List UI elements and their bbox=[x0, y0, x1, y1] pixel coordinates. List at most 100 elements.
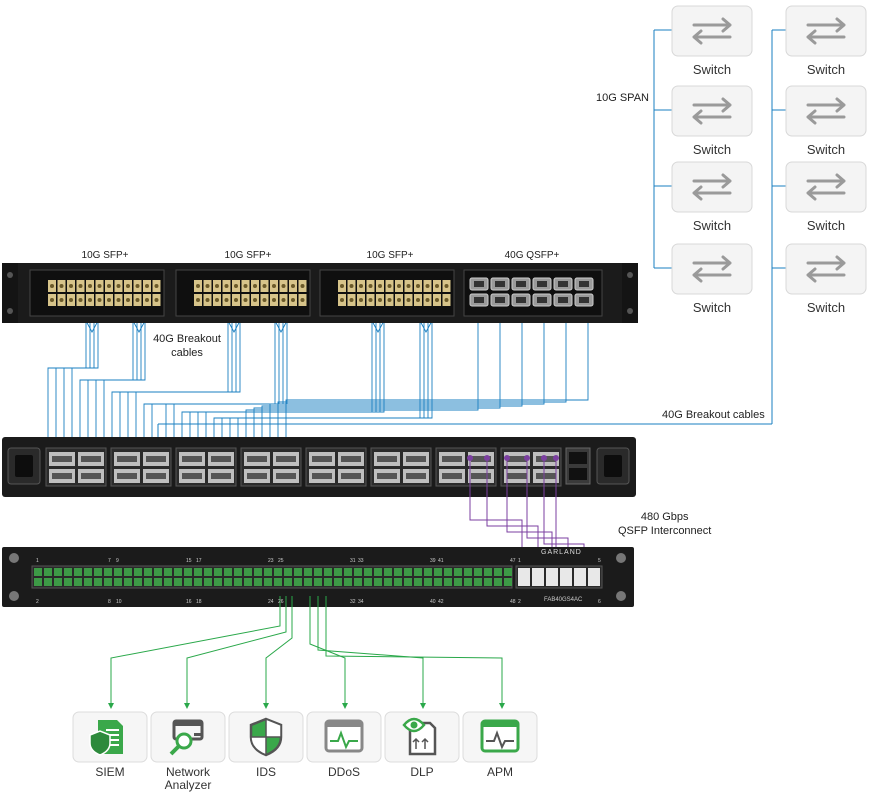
sfp-port[interactable] bbox=[414, 578, 422, 586]
sfp-port[interactable] bbox=[154, 568, 162, 576]
sfp-port[interactable] bbox=[234, 568, 242, 576]
sfp-port[interactable] bbox=[224, 568, 232, 576]
sfp-port[interactable] bbox=[394, 568, 402, 576]
sfp-port[interactable] bbox=[454, 568, 462, 576]
sfp-port[interactable] bbox=[374, 578, 382, 586]
sfp-port[interactable] bbox=[144, 568, 152, 576]
sfp-port[interactable] bbox=[404, 568, 412, 576]
sfp-port[interactable] bbox=[264, 568, 272, 576]
sfp-port[interactable] bbox=[104, 568, 112, 576]
sfp-port[interactable] bbox=[204, 568, 212, 576]
sfp-port[interactable] bbox=[354, 568, 362, 576]
sfp-port[interactable] bbox=[134, 568, 142, 576]
sfp-port[interactable] bbox=[164, 578, 172, 586]
sfp-port[interactable] bbox=[474, 578, 482, 586]
sfp-port[interactable] bbox=[164, 568, 172, 576]
sfp-port[interactable] bbox=[404, 578, 412, 586]
sfp-port[interactable] bbox=[344, 568, 352, 576]
sfp-port[interactable] bbox=[444, 568, 452, 576]
sfp-port[interactable] bbox=[44, 568, 52, 576]
sfp-port[interactable] bbox=[154, 578, 162, 586]
sfp-port[interactable] bbox=[384, 578, 392, 586]
sfp-port[interactable] bbox=[254, 568, 262, 576]
sfp-port[interactable] bbox=[494, 578, 502, 586]
sfp-port[interactable] bbox=[444, 578, 452, 586]
sfp-port[interactable] bbox=[304, 578, 312, 586]
sfp-port[interactable] bbox=[64, 568, 72, 576]
sfp-port[interactable] bbox=[274, 578, 282, 586]
sfp-port[interactable] bbox=[394, 578, 402, 586]
sfp-port[interactable] bbox=[334, 568, 342, 576]
sfp-port[interactable] bbox=[104, 578, 112, 586]
sfp-port[interactable] bbox=[84, 568, 92, 576]
sfp-port[interactable] bbox=[74, 568, 82, 576]
sfp-port[interactable] bbox=[284, 568, 292, 576]
sfp-port[interactable] bbox=[194, 568, 202, 576]
qsfp-port[interactable] bbox=[588, 568, 600, 586]
sfp-port[interactable] bbox=[384, 568, 392, 576]
sfp-port[interactable] bbox=[424, 578, 432, 586]
sfp-port[interactable] bbox=[94, 578, 102, 586]
sfp-port[interactable] bbox=[114, 578, 122, 586]
sfp-port[interactable] bbox=[124, 568, 132, 576]
sfp-port[interactable] bbox=[364, 578, 372, 586]
sfp-port[interactable] bbox=[64, 578, 72, 586]
sfp-port[interactable] bbox=[324, 568, 332, 576]
sfp-port[interactable] bbox=[54, 568, 62, 576]
sfp-port[interactable] bbox=[274, 568, 282, 576]
sfp-port[interactable] bbox=[364, 568, 372, 576]
sfp-port[interactable] bbox=[284, 578, 292, 586]
sfp-port[interactable] bbox=[244, 568, 252, 576]
sfp-port[interactable] bbox=[354, 578, 362, 586]
sfp-port[interactable] bbox=[124, 578, 132, 586]
sfp-port[interactable] bbox=[84, 578, 92, 586]
sfp-port[interactable] bbox=[464, 568, 472, 576]
qsfp-port[interactable] bbox=[546, 568, 558, 586]
sfp-port[interactable] bbox=[494, 568, 502, 576]
sfp-port[interactable] bbox=[374, 568, 382, 576]
sfp-port[interactable] bbox=[184, 568, 192, 576]
sfp-port[interactable] bbox=[424, 568, 432, 576]
sfp-port[interactable] bbox=[204, 578, 212, 586]
sfp-port[interactable] bbox=[484, 578, 492, 586]
sfp-port[interactable] bbox=[254, 578, 262, 586]
sfp-port[interactable] bbox=[314, 568, 322, 576]
sfp-port[interactable] bbox=[294, 568, 302, 576]
sfp-port[interactable] bbox=[214, 578, 222, 586]
sfp-port[interactable] bbox=[344, 578, 352, 586]
sfp-port[interactable] bbox=[34, 568, 42, 576]
sfp-port[interactable] bbox=[174, 568, 182, 576]
sfp-port[interactable] bbox=[54, 578, 62, 586]
sfp-port[interactable] bbox=[194, 578, 202, 586]
qsfp-port[interactable] bbox=[560, 568, 572, 586]
qsfp-port[interactable] bbox=[574, 568, 586, 586]
sfp-port[interactable] bbox=[264, 578, 272, 586]
sfp-port[interactable] bbox=[304, 568, 312, 576]
sfp-port[interactable] bbox=[214, 568, 222, 576]
sfp-port[interactable] bbox=[434, 578, 442, 586]
sfp-port[interactable] bbox=[184, 578, 192, 586]
sfp-port[interactable] bbox=[134, 578, 142, 586]
qsfp-port[interactable] bbox=[518, 568, 530, 586]
sfp-port[interactable] bbox=[314, 578, 322, 586]
sfp-port[interactable] bbox=[334, 578, 342, 586]
sfp-port[interactable] bbox=[464, 578, 472, 586]
sfp-port[interactable] bbox=[484, 568, 492, 576]
sfp-port[interactable] bbox=[44, 578, 52, 586]
sfp-port[interactable] bbox=[234, 578, 242, 586]
sfp-port[interactable] bbox=[244, 578, 252, 586]
sfp-port[interactable] bbox=[224, 578, 232, 586]
sfp-port[interactable] bbox=[294, 578, 302, 586]
sfp-port[interactable] bbox=[324, 578, 332, 586]
sfp-port[interactable] bbox=[504, 578, 512, 586]
sfp-port[interactable] bbox=[414, 568, 422, 576]
sfp-port[interactable] bbox=[74, 578, 82, 586]
sfp-port[interactable] bbox=[454, 578, 462, 586]
sfp-port[interactable] bbox=[34, 578, 42, 586]
sfp-port[interactable] bbox=[434, 568, 442, 576]
sfp-port[interactable] bbox=[114, 568, 122, 576]
qsfp-port[interactable] bbox=[532, 568, 544, 586]
sfp-port[interactable] bbox=[174, 578, 182, 586]
sfp-port[interactable] bbox=[474, 568, 482, 576]
sfp-port[interactable] bbox=[94, 568, 102, 576]
